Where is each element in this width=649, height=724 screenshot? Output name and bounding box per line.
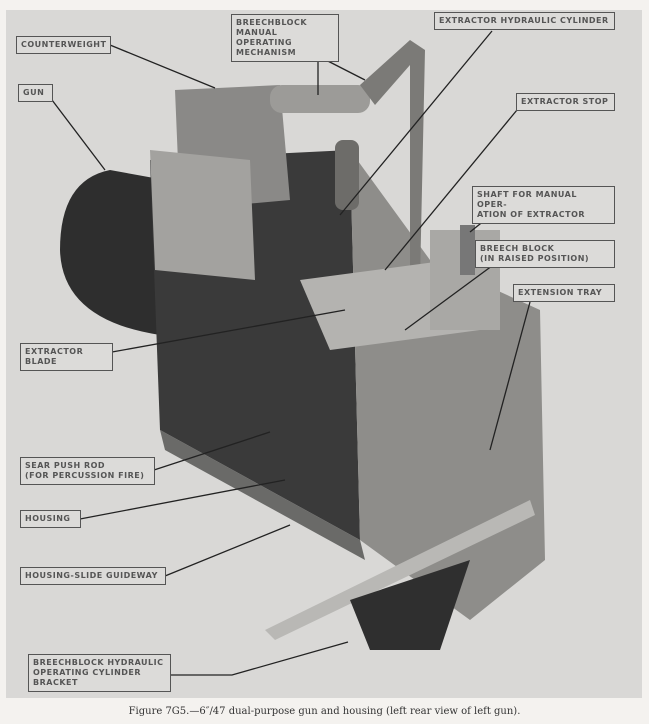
label-housing-slide-guideway: HOUSING-SLIDE GUIDEWAY — [20, 567, 166, 585]
label-breech-block: BREECH BLOCK (IN RAISED POSITION) — [475, 240, 615, 268]
label-shaft-manual-operation: SHAFT FOR MANUAL OPER- ATION OF EXTRACTO… — [472, 186, 615, 224]
label-extension-tray: EXTENSION TRAY — [513, 284, 615, 302]
label-extractor-blade: EXTRACTOR BLADE — [20, 343, 113, 371]
operating-arm — [360, 40, 425, 280]
manual-mechanism — [270, 85, 370, 113]
label-hydraulic-cylinder-bracket: BREECHBLOCK HYDRAULIC OPERATING CYLINDER… — [28, 654, 171, 692]
extension-tray — [265, 500, 535, 640]
label-sear-push-rod: SEAR PUSH ROD (FOR PERCUSSION FIRE) — [20, 457, 155, 485]
label-breechblock-manual-mechanism: BREECHBLOCK MANUAL OPERATING MECHANISM — [231, 14, 339, 62]
label-extractor-hydraulic-cylinder: EXTRACTOR HYDRAULIC CYLINDER — [434, 12, 615, 30]
guideway — [160, 430, 365, 560]
label-gun: GUN — [18, 84, 53, 102]
label-extractor-stop: EXTRACTOR STOP — [516, 93, 615, 111]
label-counterweight: COUNTERWEIGHT — [16, 36, 111, 54]
gun-barrel — [60, 170, 165, 335]
cylinder-bracket — [350, 560, 470, 650]
label-housing: HOUSING — [20, 510, 81, 528]
extractor-cylinder — [335, 140, 359, 210]
figure-caption: Figure 7G5.—6″/47 dual-purpose gun and h… — [128, 706, 521, 717]
